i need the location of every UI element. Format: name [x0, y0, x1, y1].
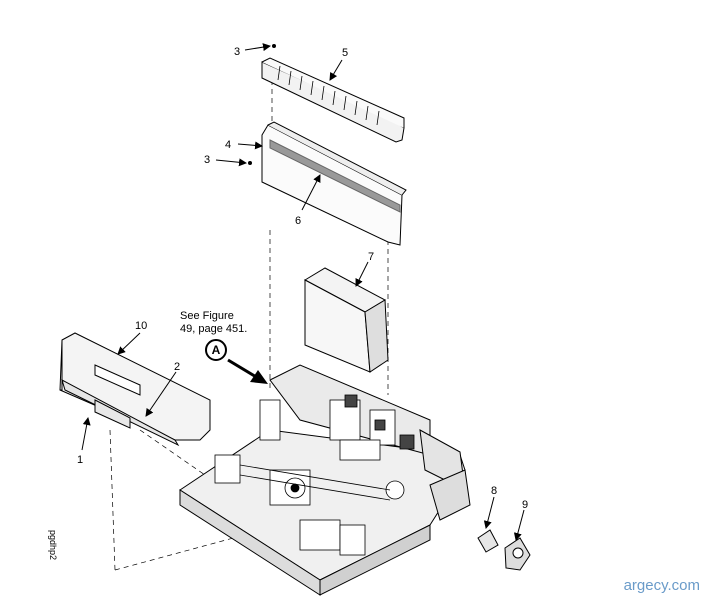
watermark: argecy.com — [623, 577, 700, 594]
part-8-knob — [477, 529, 499, 553]
part-5-guide — [261, 57, 405, 143]
reference-note-line2: 49, page 451. — [180, 323, 247, 335]
drawing-code: pgdhp2 — [48, 530, 58, 561]
reference-arrow — [205, 339, 268, 384]
reference-note-line1: See Figure — [180, 310, 234, 322]
printer-mechanism — [214, 394, 415, 556]
part-9-knob — [504, 537, 531, 571]
callout-10: 10 — [135, 320, 147, 332]
callout-4: 4 — [225, 139, 231, 151]
reference-badge-letter: A — [212, 343, 221, 357]
callout-2: 2 — [174, 361, 180, 373]
screw-icon — [248, 161, 252, 165]
callout-5: 5 — [342, 47, 348, 59]
part-4-shield — [261, 121, 407, 246]
callout-9: 9 — [522, 499, 528, 511]
callout-8: 8 — [491, 485, 497, 497]
screw-icon — [272, 44, 276, 48]
callout-7: 7 — [368, 251, 374, 263]
part-10-cover — [59, 332, 211, 447]
callout-6: 6 — [295, 215, 301, 227]
callout-1: 1 — [77, 454, 83, 466]
leader-arrows — [81, 43, 525, 541]
callout-3-mid: 3 — [204, 154, 210, 166]
part-7-block — [303, 267, 389, 373]
callout-3-top: 3 — [234, 46, 240, 58]
